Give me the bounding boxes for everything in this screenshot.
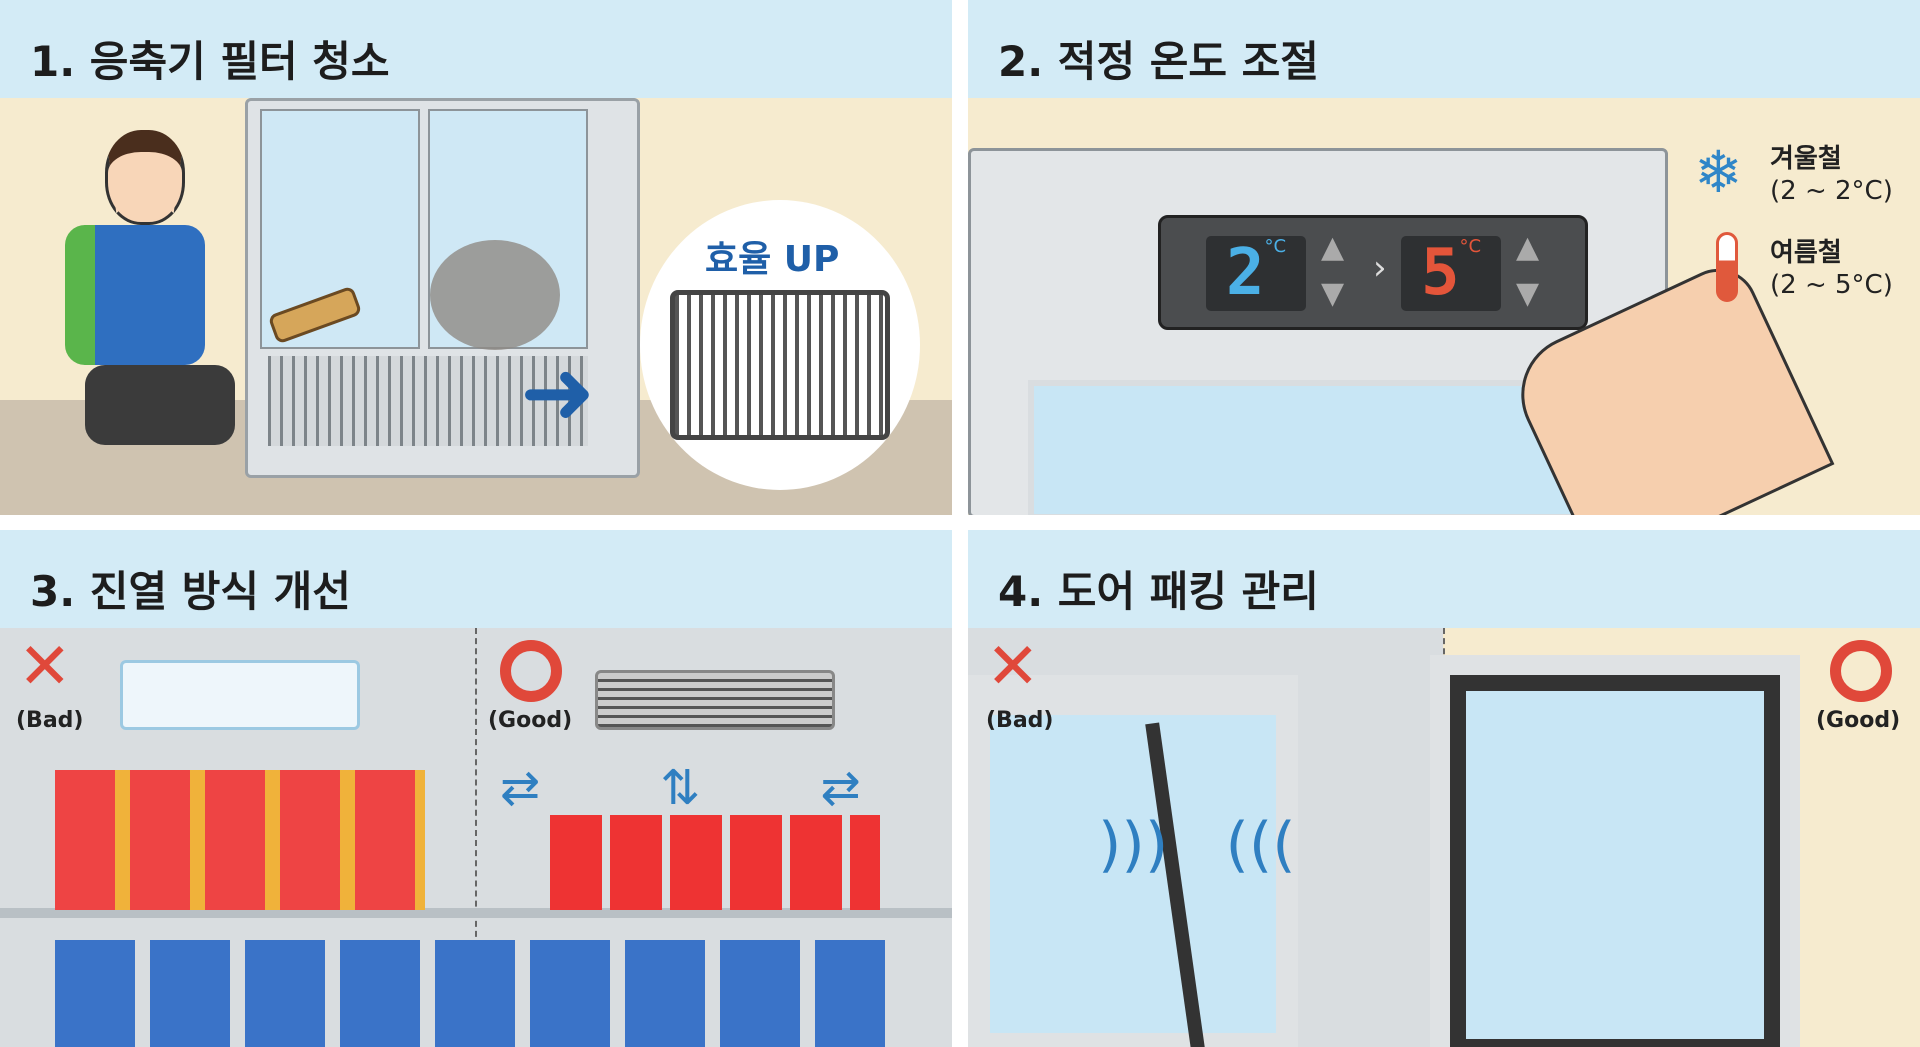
crowded-products (55, 770, 425, 910)
condenser-grille (268, 356, 588, 446)
bad-x-icon: ✕ (18, 630, 72, 704)
lower-products (55, 940, 885, 1047)
target-temp-display: 5°C (1401, 236, 1501, 311)
control-panel: 2°C ▲ ▼ › 5°C ▲ ▼ (1158, 215, 1588, 330)
spaced-products (550, 815, 880, 910)
good-door (1430, 655, 1800, 1047)
bad-x-icon: ✕ (986, 630, 1040, 704)
efficiency-circle: 효율 UP (640, 200, 920, 490)
thermometer-icon (1716, 232, 1738, 302)
bad-label: (Bad) (986, 708, 1054, 733)
panel-title: 2. 적정 온도 조절 (968, 0, 1920, 98)
shelf (0, 908, 952, 918)
damaged-door (968, 675, 1298, 1047)
panel-condenser-cleaning: 1. 응축기 필터 청소 ➜ 효율 UP (0, 0, 952, 515)
good-o-icon (500, 640, 562, 702)
summer-range: (2 ~ 5°C) (1770, 270, 1893, 300)
airflow-arrows: ⇄⇅⇄ (500, 760, 952, 816)
panel-title: 3. 진열 방식 개선 (0, 530, 952, 628)
good-label: (Good) (488, 708, 573, 733)
bad-label: (Bad) (16, 708, 84, 733)
air-leak-lines: ))) ((( (1098, 810, 1296, 880)
clean-filter (670, 290, 890, 440)
snowflake-icon: ❄ (1694, 138, 1743, 206)
summer-label: 여름철 (1770, 238, 1842, 268)
fridge-glass (1028, 380, 1608, 515)
divider-line (1443, 628, 1445, 1047)
up-arrow-button[interactable]: ▲ (1516, 230, 1540, 265)
up-arrow-button[interactable]: ▲ (1321, 230, 1345, 265)
chevron-right-icon: › (1373, 248, 1387, 288)
dust-cloud (430, 240, 560, 350)
panel-display-method: 3. 진열 방식 개선 ✕ (Bad) (Good) ⇄⇅⇄ (0, 530, 952, 1047)
frozen-vent (120, 660, 360, 730)
divider-line (475, 628, 477, 1047)
panel-temperature: 2. 적정 온도 조절 2°C ▲ ▼ › 5°C ▲ ▼ ❄ 겨울철 (2 ~… (968, 0, 1920, 515)
panel-title: 1. 응축기 필터 청소 (0, 0, 952, 98)
panel-title: 4. 도어 패킹 관리 (968, 530, 1920, 628)
efficiency-badge: 효율 UP (705, 239, 840, 280)
winter-label: 겨울철 (1770, 144, 1842, 174)
arrow-icon: ➜ (520, 340, 596, 445)
good-o-icon (1830, 640, 1892, 702)
down-arrow-button[interactable]: ▼ (1516, 276, 1540, 311)
down-arrow-button[interactable]: ▼ (1321, 276, 1345, 311)
current-temp-display: 2°C (1206, 236, 1306, 311)
good-label: (Good) (1816, 708, 1901, 733)
worker (45, 130, 245, 460)
winter-range: (2 ~ 2°C) (1770, 176, 1893, 206)
panel-door-gasket: 4. 도어 패킹 관리 ))) ((( ✕ (Bad) (Good) (968, 530, 1920, 1047)
clear-vent (595, 670, 835, 730)
